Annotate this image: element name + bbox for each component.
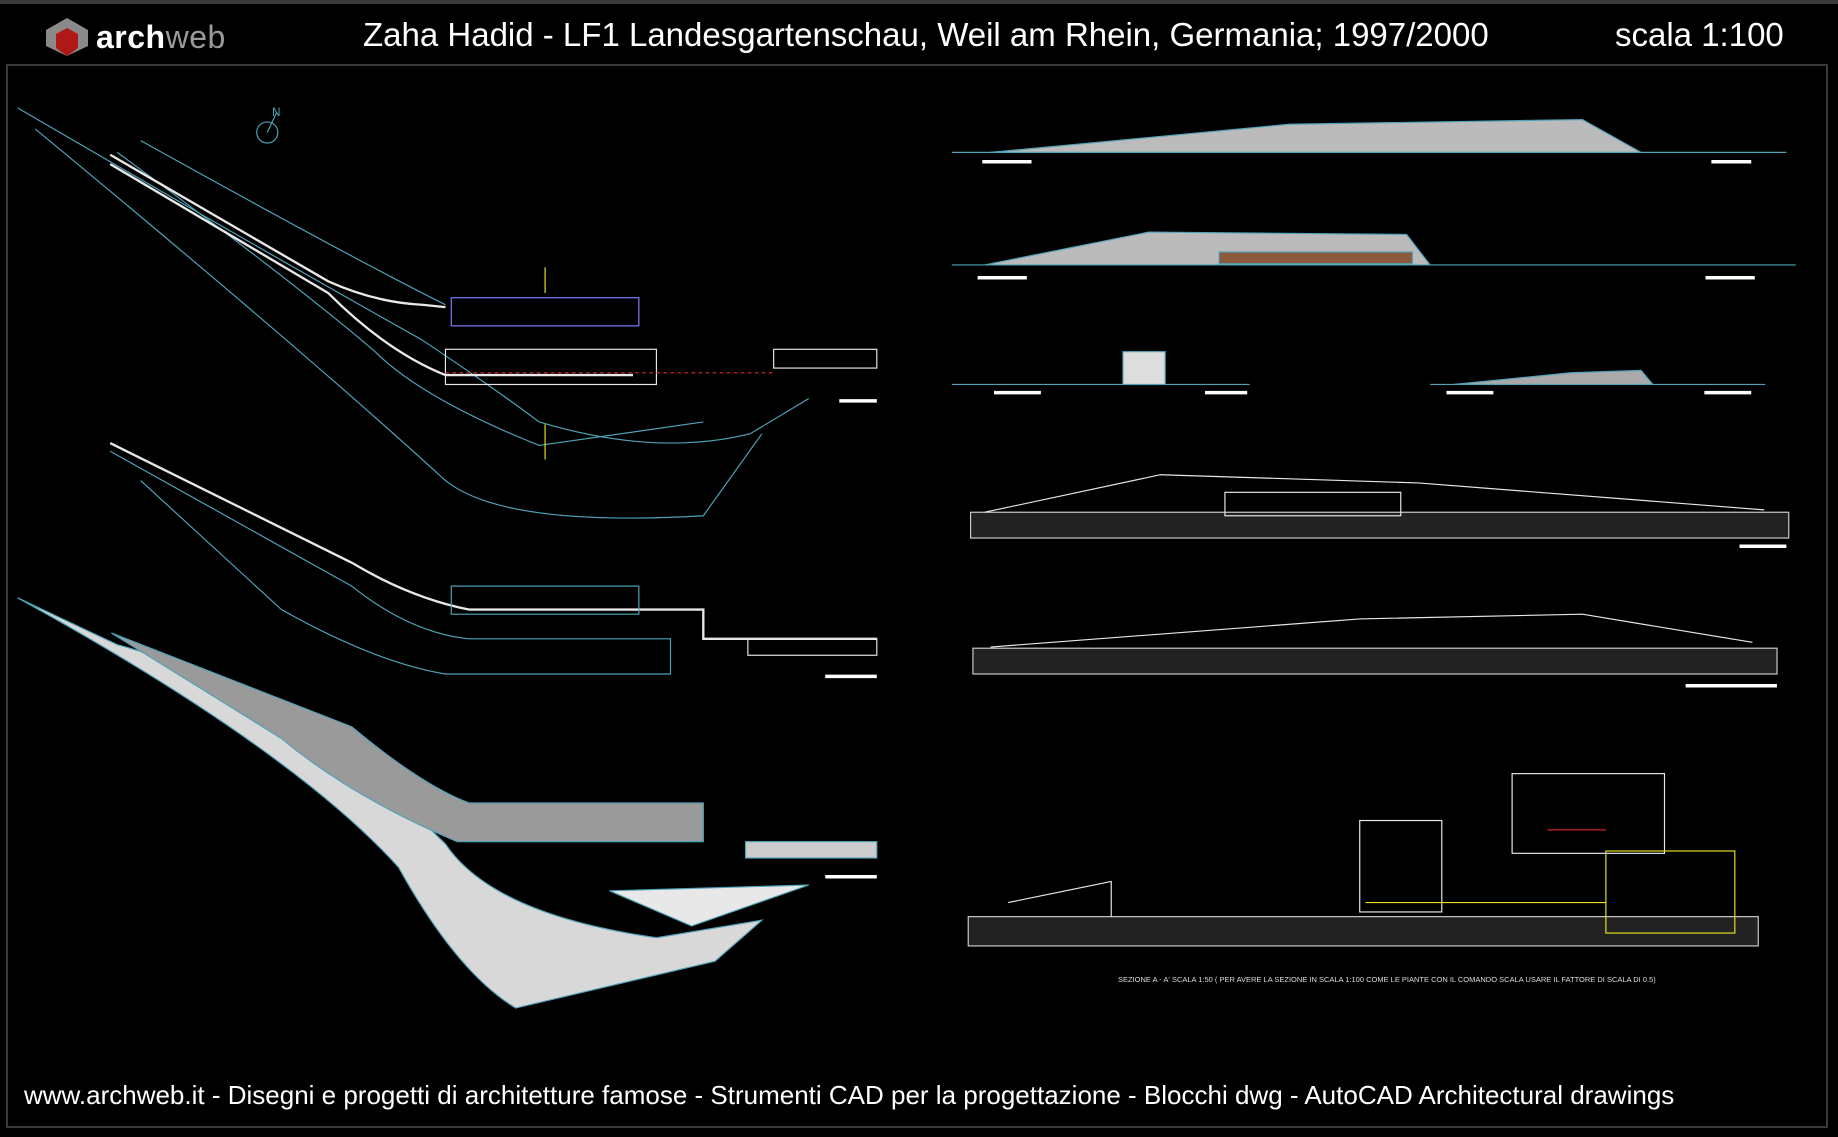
archweb-logo[interactable]: archweb: [44, 16, 226, 58]
axonometric-view: [17, 597, 878, 1009]
elevations: [951, 118, 1796, 395]
header: archweb Zaha Hadid - LF1 Landesgartensch…: [0, 4, 1838, 64]
drawing-frame: [6, 64, 1828, 1128]
svg-text:N: N: [272, 106, 280, 119]
section-caption: SEZIONE A - A' SCALA 1:50 ( PER AVERE LA…: [1118, 975, 1656, 984]
footer-text: www.archweb.it - Disegni e progetti di a…: [24, 1080, 1675, 1110]
page-title: Zaha Hadid - LF1 Landesgartenschau, Weil…: [363, 16, 1489, 53]
floor-plan: [109, 442, 878, 679]
site-plan: [17, 107, 878, 519]
archweb-logo-icon: [46, 18, 88, 56]
sections: [967, 474, 1790, 947]
logo-text: archweb: [96, 18, 226, 55]
scale-label: scala 1:100: [1615, 16, 1784, 53]
north-arrow-icon: N: [256, 106, 280, 144]
top-border: [0, 0, 1838, 4]
